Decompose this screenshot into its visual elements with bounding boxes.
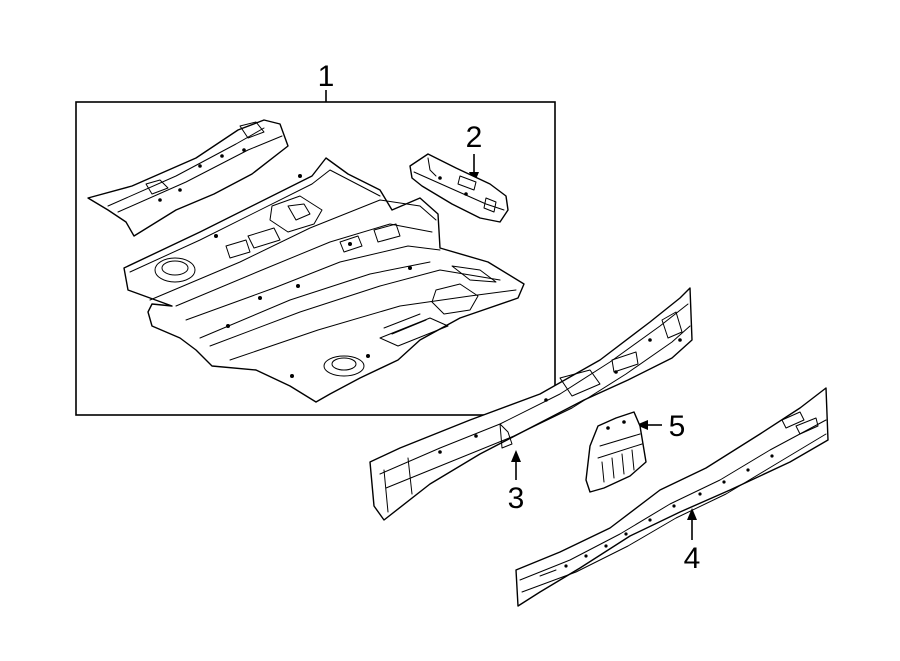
callout-5: 5 bbox=[636, 410, 685, 443]
reinforcement-bracket-part bbox=[585, 411, 647, 493]
callout-3: 3 bbox=[508, 450, 525, 515]
rear-crossmember-part bbox=[409, 153, 509, 223]
floor-pan-part bbox=[123, 157, 525, 403]
callout-5-arrow bbox=[636, 420, 648, 430]
callout-4-arrow bbox=[687, 508, 697, 520]
callout-2-label: 2 bbox=[466, 121, 483, 154]
callout-3-arrow bbox=[511, 450, 521, 462]
callout-4: 4 bbox=[684, 508, 701, 575]
callout-5-label: 5 bbox=[669, 410, 686, 443]
callout-3-label: 3 bbox=[508, 482, 525, 515]
rocker-sill-part bbox=[515, 387, 829, 607]
callout-1-label: 1 bbox=[318, 60, 335, 93]
center-tunnel-rail-part bbox=[369, 287, 693, 521]
floor-pan-assembly-frame bbox=[75, 101, 556, 416]
callout-1: 1 bbox=[318, 60, 335, 102]
callout-4-label: 4 bbox=[684, 542, 701, 575]
front-crossmember-part bbox=[87, 119, 289, 237]
